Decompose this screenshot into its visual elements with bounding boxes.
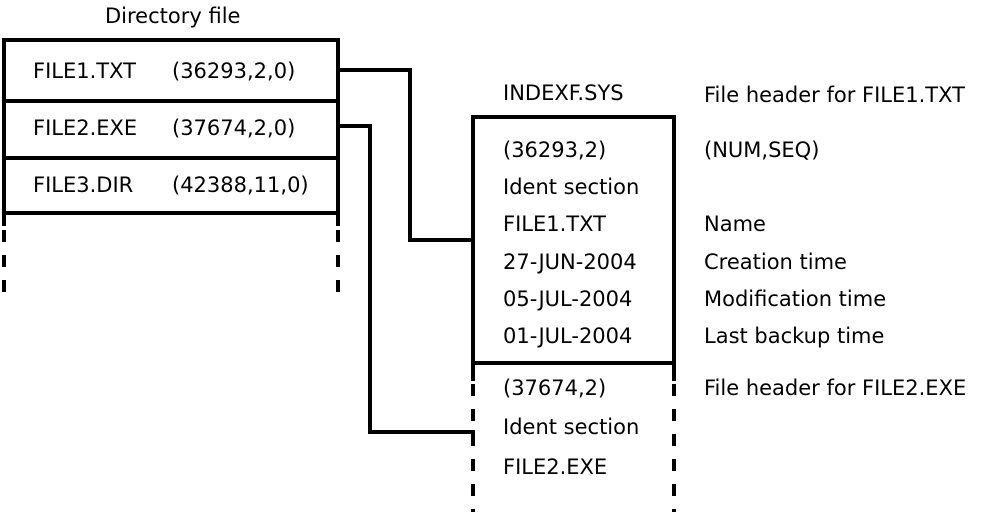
- index-header2-line-3: FILE2.EXE: [503, 455, 608, 479]
- connector-file2-segment-horizontal-in: [368, 430, 475, 434]
- index-box-top-border: [471, 115, 676, 119]
- directory-box-bottom-border: [2, 211, 340, 215]
- connector-file1-segment-vertical: [408, 68, 412, 242]
- index-header1-line-3: FILE1.TXT: [503, 212, 606, 236]
- index-box-left-border: [471, 115, 475, 381]
- directory-box-left-continuation: [2, 230, 6, 292]
- annotation-row-3: Name: [704, 212, 766, 236]
- index-file-title: INDEXF.SYS: [503, 81, 624, 105]
- index-header1-line-4: 27-JUN-2004: [503, 250, 637, 274]
- index-header1-line-2: Ident section: [503, 175, 640, 199]
- directory-row-1-fid: (36293,2,0): [172, 59, 296, 83]
- index-header2-line-2: Ident section: [503, 415, 640, 439]
- index-header1-line-1: (36293,2): [503, 138, 607, 162]
- directory-box-left-border: [2, 38, 6, 226]
- directory-box-right-continuation: [336, 230, 340, 292]
- directory-row-1-name: FILE1.TXT: [33, 59, 136, 83]
- directory-row-3-fid: (42388,11,0): [172, 173, 309, 197]
- connector-file2-segment-horizontal-out: [336, 124, 372, 128]
- index-header1-bottom-divider: [471, 361, 676, 365]
- annotation-row-4: Creation time: [704, 250, 847, 274]
- connector-file1-segment-horizontal-in: [408, 238, 475, 242]
- index-box-right-border: [672, 115, 676, 381]
- index-header1-line-6: 01-JUL-2004: [503, 324, 633, 348]
- index-header1-line-5: 05-JUL-2004: [503, 287, 633, 311]
- index-box-left-continuation: [471, 384, 475, 512]
- directory-box-top-border: [2, 38, 340, 42]
- directory-row-2-fid: (37674,2,0): [172, 116, 296, 140]
- directory-file-title: Directory file: [105, 4, 241, 28]
- directory-row-divider-1: [2, 99, 340, 103]
- annotation-row-5: Modification time: [704, 287, 887, 311]
- annotation-header2-title: File header for FILE2.EXE: [704, 376, 967, 400]
- index-header2-line-1: (37674,2): [503, 376, 607, 400]
- connector-file1-segment-horizontal-out: [336, 68, 412, 72]
- index-box-right-continuation: [672, 384, 676, 512]
- directory-row-divider-2: [2, 156, 340, 160]
- directory-row-3-name: FILE3.DIR: [33, 173, 134, 197]
- annotation-row-1: (NUM,SEQ): [704, 138, 820, 162]
- directory-row-2-name: FILE2.EXE: [33, 116, 138, 140]
- annotation-row-6: Last backup time: [704, 324, 885, 348]
- directory-box-right-border: [336, 38, 340, 226]
- connector-file2-segment-vertical: [368, 124, 372, 434]
- annotation-header1-title: File header for FILE1.TXT: [704, 83, 965, 107]
